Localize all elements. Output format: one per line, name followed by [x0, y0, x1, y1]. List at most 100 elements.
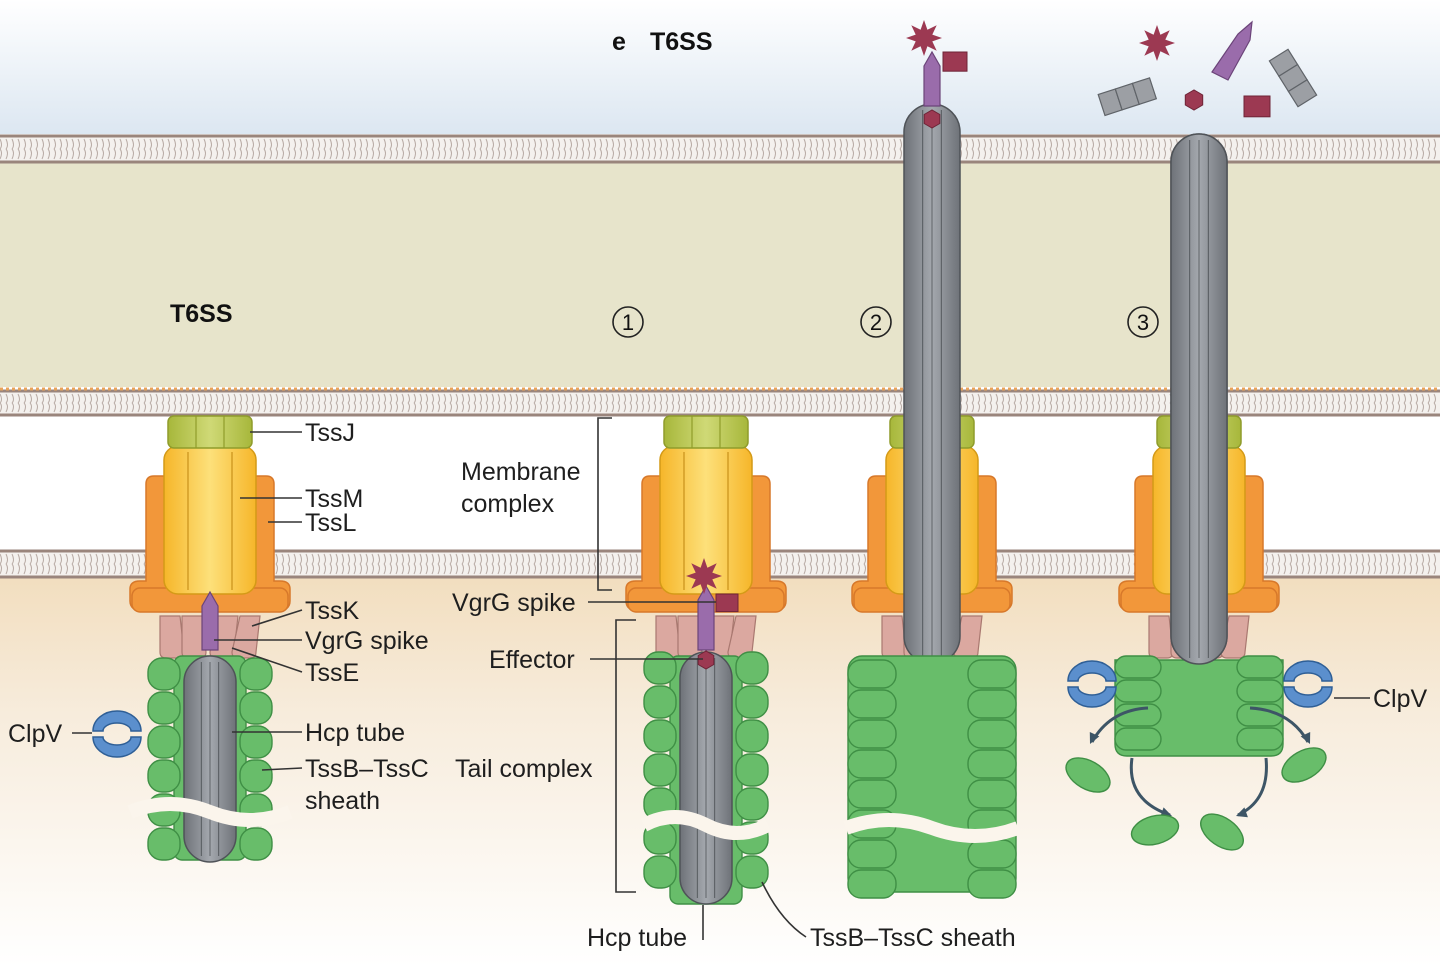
left-clpv: [92, 710, 142, 758]
stage-number-2: 2: [860, 306, 892, 338]
stage3-clpv-right-top-ring: [1283, 660, 1333, 682]
label-clpv-left: ClpV: [8, 720, 63, 748]
target-cell-membrane-lipid-tails: [0, 138, 1436, 160]
released-hcp-rings-left: [1097, 77, 1158, 117]
left-clpv-top-ring: [92, 710, 142, 732]
t6ss-machine-stage-1: [625, 415, 787, 905]
stage1-sheath-left-2: [643, 719, 677, 753]
stage2-vgrg-spike: [923, 50, 941, 107]
label-tssk: TssK: [305, 597, 360, 625]
stage2-sheath-left-7: [847, 869, 897, 899]
stage3-sheath-left-2: [1114, 703, 1162, 727]
left-tssj: [167, 415, 253, 449]
label-sheath-line2: sheath: [305, 787, 380, 815]
label-tssb-tssc-sheath: TssB–TssC sheath: [810, 924, 1016, 952]
stage2-sheath-left-0: [847, 659, 897, 689]
released-sheath-piece-4: [1200, 813, 1244, 851]
left-clpv-bottom-ring: [92, 736, 142, 758]
stage1-break-mark: [640, 810, 772, 840]
stage1-effector-square: [715, 593, 739, 613]
panel-letter: e: [612, 28, 626, 56]
stage1-sheath-right-3: [735, 753, 769, 787]
stage1-labels: Membrane complex VgrG spike Effector Tai…: [452, 417, 1016, 952]
label-tail-complex: Tail complex: [455, 755, 593, 783]
released-sheath-piece-1: [1065, 757, 1111, 793]
left-sheath-right-1: [239, 691, 273, 725]
label-tssl: TssL: [305, 509, 357, 537]
released-vgrg-spike: [1211, 20, 1253, 81]
stage3-sheath-remnant: [1114, 655, 1284, 757]
left-sheath-left-1: [147, 691, 181, 725]
left-sheath-right-5: [239, 827, 273, 861]
stage2-sheath-right-0: [967, 659, 1017, 689]
stage1-sheath-right-2: [735, 719, 769, 753]
left-tssm: [163, 445, 257, 595]
stage3-sheath-left-0: [1114, 655, 1162, 679]
arrow-left-downward: [1129, 757, 1171, 817]
figure-title: T6SS: [650, 28, 713, 56]
left-sheath-right-3: [239, 759, 273, 793]
stage3-clpv-right: [1283, 660, 1333, 708]
stage3-sheath-right-0: [1236, 655, 1284, 679]
stage2-sheath-right-1: [967, 689, 1017, 719]
stage3-clpv-left: [1067, 660, 1117, 708]
stage2-sheath-left-2: [847, 719, 897, 749]
extracellular-space: [0, 0, 1440, 138]
t6ss-machine-stage-2-contracted: [843, 20, 1021, 899]
released-hcp-rings-right: [1268, 48, 1318, 108]
stage-number-1-text: 1: [622, 310, 634, 335]
label-hcp-tube: Hcp tube: [305, 719, 405, 747]
stage3-clpv-left-bottom-ring: [1067, 686, 1117, 708]
released-effector-hexagon: [1184, 89, 1204, 111]
stage1-sheath-right-0: [735, 651, 769, 685]
stage3-clpv-left-top-ring: [1067, 660, 1117, 682]
stage2-contracted-sheath: [847, 655, 1017, 899]
left-sheath-left-3: [147, 759, 181, 793]
left-vgrg-spike: [201, 590, 219, 651]
stage2-sheath-left-3: [847, 749, 897, 779]
released-hcp-left-ring-2: [1131, 77, 1158, 106]
stage-number-2-text: 2: [870, 310, 882, 335]
stage3-baseplate-subunit-4: [1220, 615, 1250, 659]
label-tssj: TssJ: [305, 419, 355, 447]
stage3-sheath-right-1: [1236, 679, 1284, 703]
stage1-sheath-right-1: [735, 685, 769, 719]
stage2-sheath-left-4: [847, 779, 897, 809]
stage1-sheath-left-6: [643, 855, 677, 889]
t6ss-machine-stage-3-disassembly: [1065, 133, 1333, 851]
arrow-right-downward-head: [1236, 807, 1248, 818]
stage1-sheath-right-6: [735, 855, 769, 889]
left-baseplate-subunit-1: [159, 615, 185, 659]
stage1-sheath-left-0: [643, 651, 677, 685]
released-effector-star: [1139, 25, 1175, 61]
stage-number-3-text: 3: [1137, 310, 1149, 335]
stage2-sheath-right-2: [967, 719, 1017, 749]
left-sheath-left-0: [147, 657, 181, 691]
left-sheath-left-5: [147, 827, 181, 861]
arrow-left-outward-head: [1089, 732, 1100, 744]
stage2-baseplate-subunit-1: [881, 615, 907, 659]
stage3-sheath-left-3: [1114, 727, 1162, 751]
released-sheath-piece-2: [1281, 747, 1327, 783]
stage2-sheath-left-6: [847, 839, 897, 869]
stage1-sheath-left-3: [643, 753, 677, 787]
stage1-sheath-right-4: [735, 787, 769, 821]
arrow-right-outward-head: [1300, 732, 1311, 744]
stage1-vgrg-spike: [697, 584, 715, 651]
released-hcp-right-ring-2: [1287, 78, 1318, 108]
released-components: [1097, 20, 1318, 118]
stage1-effector-star: [686, 558, 722, 594]
stage2-sheath-left-1: [847, 689, 897, 719]
stage2-break-mark: [843, 813, 1021, 843]
stage-number-3: 3: [1127, 306, 1159, 338]
stage1-effector-hexagon: [697, 650, 715, 670]
stage-number-1: 1: [612, 306, 644, 338]
released-effector-square: [1243, 95, 1271, 118]
t6ss-machine-assembled: [92, 415, 293, 863]
label-membrane-complex-line1: Membrane: [461, 458, 581, 486]
label-clpv-stage3: ClpV: [1373, 685, 1428, 713]
stage3-sheath-right-3: [1236, 727, 1284, 751]
outer-membrane-bilayer-lipid-tails: [0, 393, 1436, 413]
stage3-sheath-left-1: [1114, 679, 1162, 703]
